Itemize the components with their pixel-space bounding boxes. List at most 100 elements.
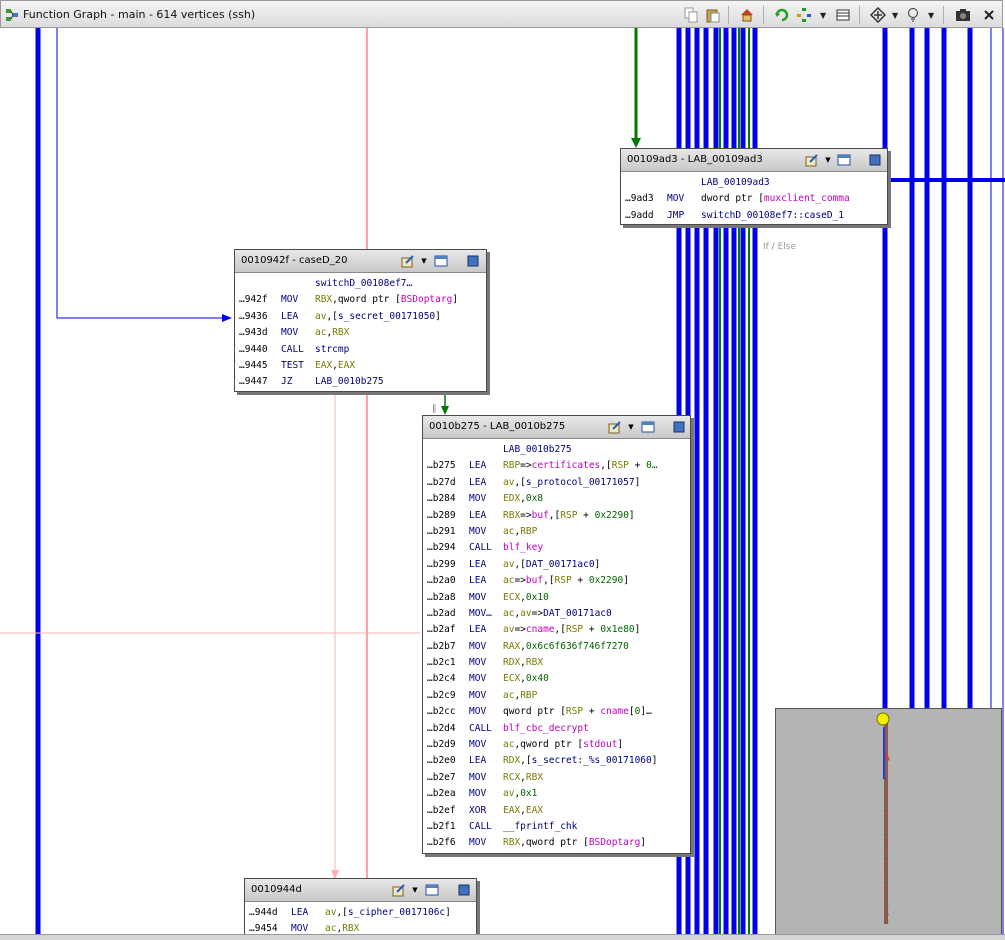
satellite-view[interactable] (775, 708, 1002, 935)
code-block-header[interactable]: 0010942f - caseD_20 ▼ (235, 250, 486, 273)
edit-block-dropdown-arrow[interactable]: ▼ (628, 422, 634, 431)
operand-token: ] (435, 310, 441, 322)
operand-token: LAB_0010b275 (503, 444, 572, 455)
grid-icon[interactable] (833, 5, 853, 25)
instruction-row[interactable]: LAB_0010b275 (423, 442, 690, 458)
layout-icon[interactable] (794, 5, 814, 25)
operand-token: ac (503, 575, 515, 587)
graph-canvas[interactable]: If / Else ‖ 00109ad3 - LAB_00109ad3 ▼ LA… (0, 28, 1005, 936)
snapshot-icon[interactable] (953, 5, 973, 25)
close-icon[interactable] (979, 5, 999, 25)
instruction-address: …b2b7 (427, 640, 456, 652)
navigate-icon[interactable] (868, 5, 888, 25)
maximize-block-icon[interactable] (640, 419, 656, 434)
zoom-icon[interactable] (904, 5, 924, 25)
instruction-operands: av=>cname,[RSP + 0x1e80] (503, 622, 640, 638)
instruction-row[interactable]: LAB_00109ad3 (621, 175, 887, 191)
fullscreen-block-icon[interactable] (465, 253, 481, 268)
instruction-row[interactable]: switchD_00108ef7… (235, 276, 486, 292)
code-block-header[interactable]: 00109ad3 - LAB_00109ad3 ▼ (621, 149, 887, 172)
edge-marker: ‖ (432, 404, 437, 414)
operand-token: ,qword ptr [ (520, 837, 589, 849)
code-block-lab-0010b275[interactable]: 0010b275 - LAB_0010b275 ▼ LAB_0010b275 …b… (422, 415, 691, 854)
edit-block-icon[interactable] (400, 253, 416, 268)
refresh-icon[interactable] (772, 5, 792, 25)
home-icon[interactable] (737, 5, 757, 25)
code-block-header[interactable]: 0010b275 - LAB_0010b275 ▼ (423, 416, 690, 439)
paste-icon[interactable] (703, 5, 723, 25)
instruction-mnemonic: MOV (469, 739, 487, 751)
maximize-block-icon[interactable] (836, 152, 852, 167)
satellite-graph-preview (876, 712, 890, 924)
maximize-block-icon[interactable] (433, 253, 449, 268)
instruction-address: …b2a0 (427, 575, 456, 587)
operand-token: ac (503, 739, 515, 751)
operand-token: RBX (315, 294, 333, 306)
edit-block-dropdown-arrow[interactable]: ▼ (825, 155, 831, 164)
operand-token: 0x6c6f636f746f7270 (525, 640, 629, 652)
fullscreen-block-icon[interactable] (867, 152, 883, 167)
instruction-mnemonic: MOV (469, 689, 487, 701)
edit-block-icon[interactable] (804, 152, 820, 167)
navigate-dropdown-arrow[interactable]: ▼ (892, 11, 899, 20)
layout-dropdown-arrow[interactable]: ▼ (820, 11, 827, 20)
code-block-header[interactable]: 0010944d ▼ (245, 879, 476, 902)
fullscreen-block-icon[interactable] (671, 419, 687, 434)
edit-block-icon[interactable] (607, 419, 623, 434)
instruction-address: …b299 (427, 558, 456, 570)
instruction-address: …b2e7 (427, 771, 456, 783)
instruction-operands: ac,qword ptr [stdout] (503, 737, 623, 753)
maximize-block-icon[interactable] (424, 882, 440, 897)
operand-token: RBP (520, 689, 538, 701)
fullscreen-block-icon[interactable] (456, 882, 472, 897)
edit-block-dropdown-arrow[interactable]: ▼ (421, 256, 427, 265)
edit-block-dropdown-arrow[interactable]: ▼ (412, 885, 418, 894)
operand-token: ,[ (543, 575, 555, 587)
instruction-mnemonic: XOR (469, 804, 487, 816)
copy-icon[interactable] (681, 5, 701, 25)
function-graph-icon (6, 9, 18, 21)
code-block-cased-20[interactable]: 0010942f - caseD_20 ▼ switchD_00108ef7……… (234, 249, 487, 392)
code-block-lab-00109ad3[interactable]: 00109ad3 - LAB_00109ad3 ▼ LAB_00109ad3…9… (620, 148, 888, 225)
edit-block-icon[interactable] (391, 882, 407, 897)
operand-token: , (520, 591, 526, 603)
instruction-mnemonic: MOV (469, 771, 487, 783)
zoom-dropdown-arrow[interactable]: ▼ (928, 11, 935, 20)
